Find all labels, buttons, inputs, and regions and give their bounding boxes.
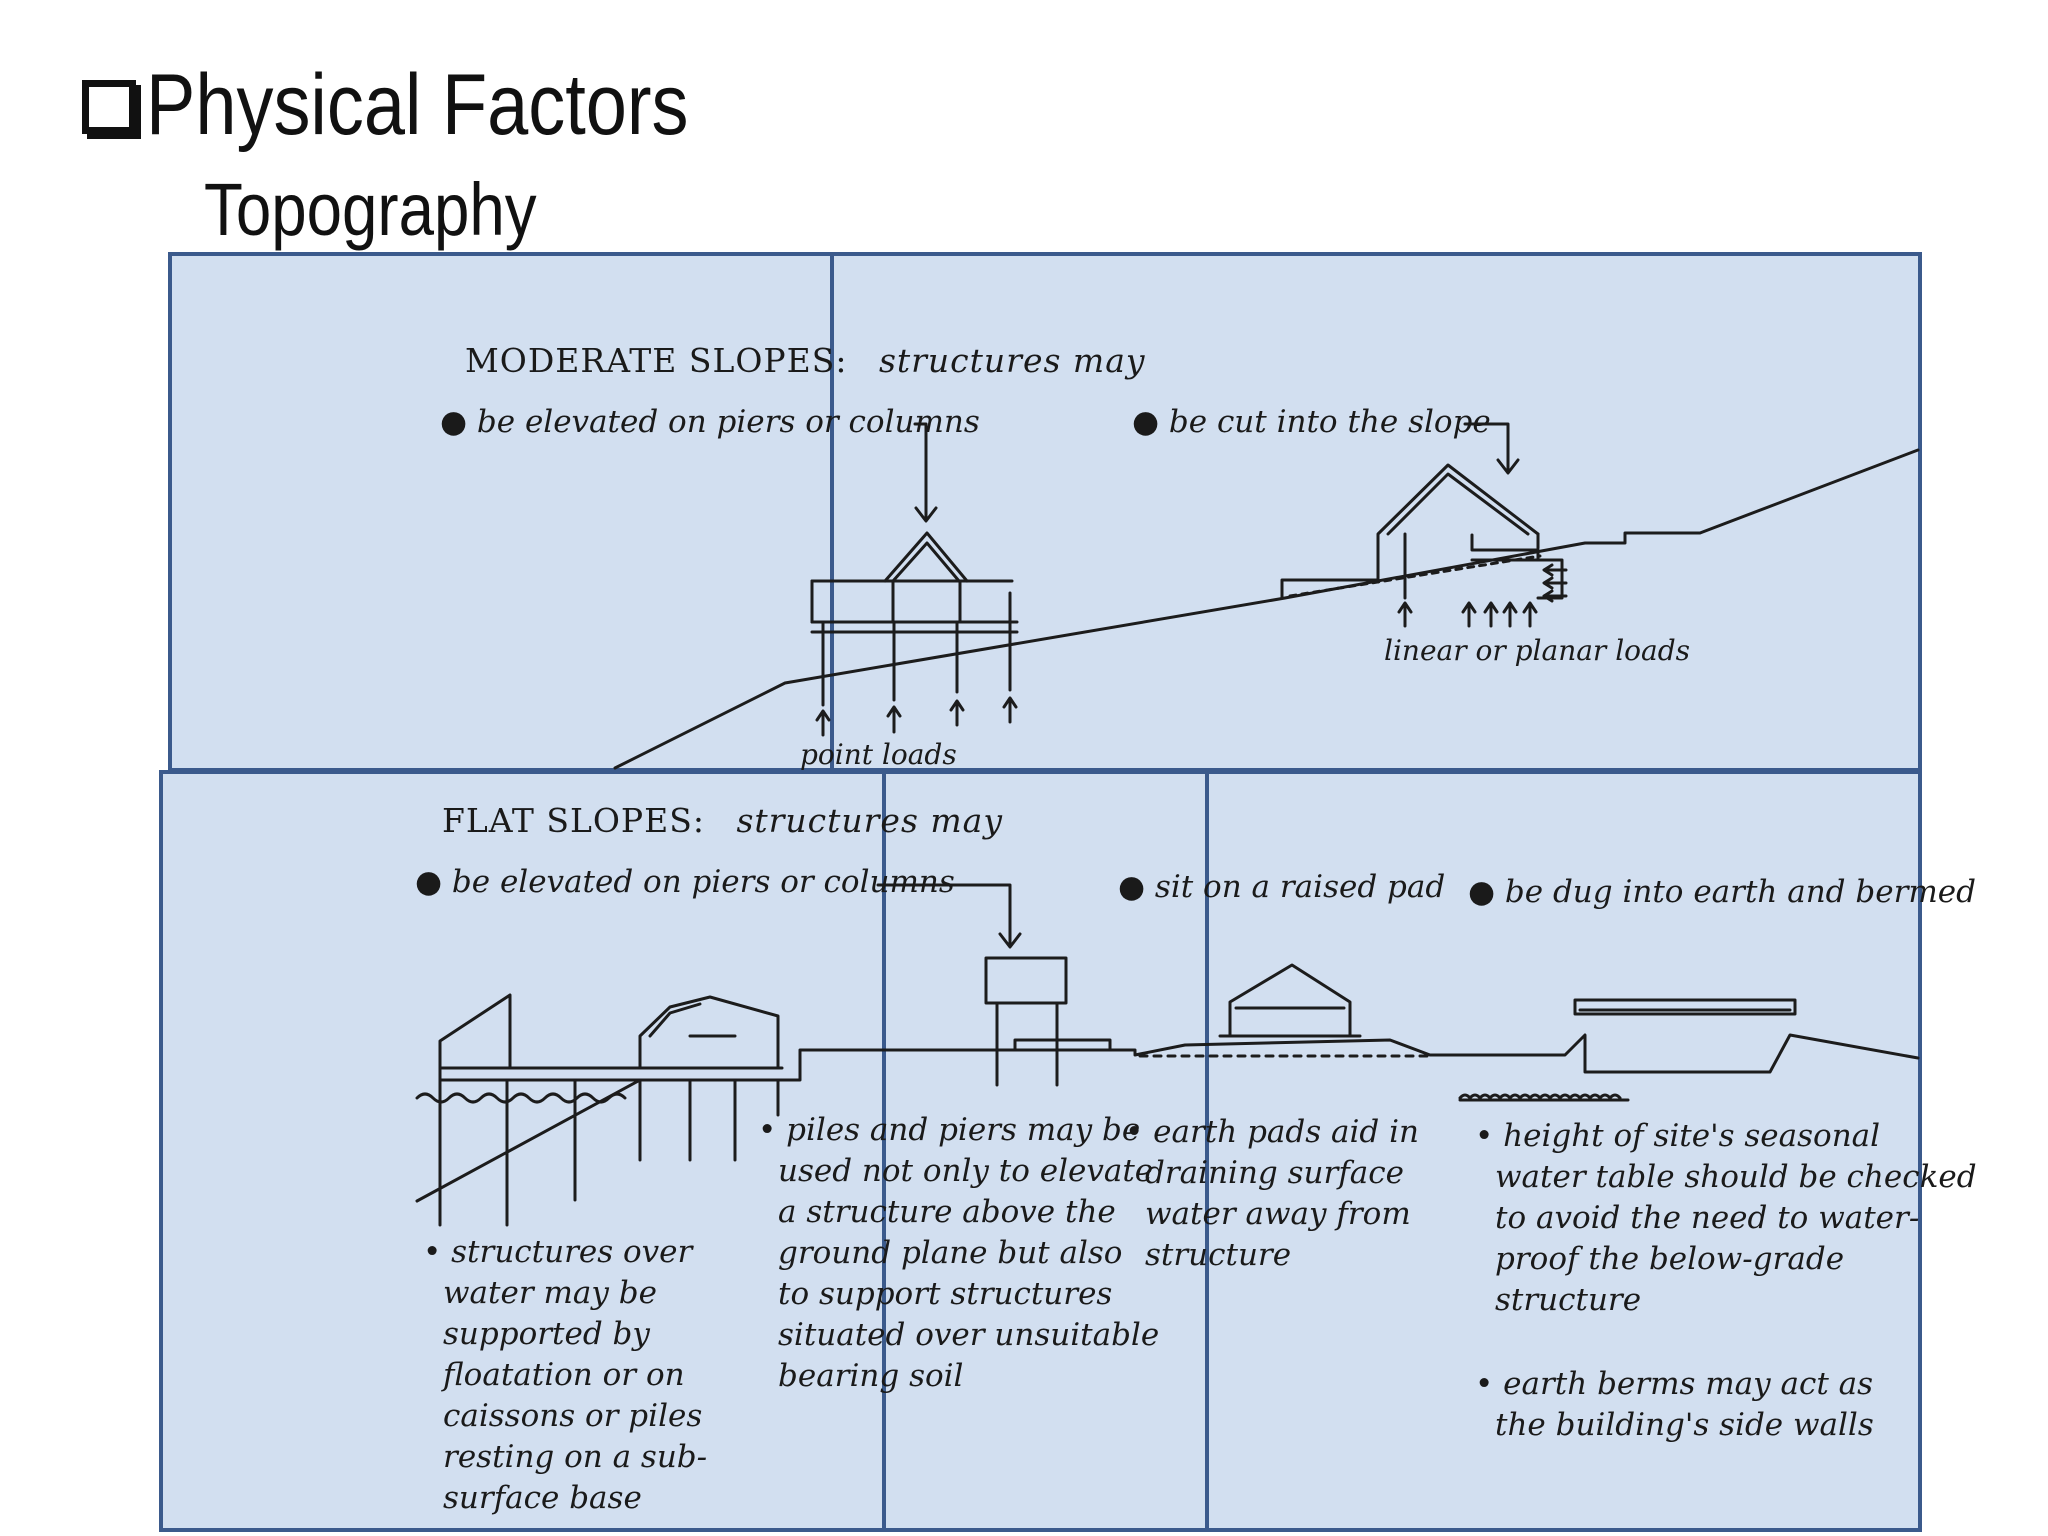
note-text: height of site's seasonal	[1503, 1118, 1881, 1154]
flat-option-pad-text: sit on a raised pad	[1154, 869, 1446, 905]
flat-heading-rest: structures may	[736, 801, 1003, 840]
note-line: proof the below-grade	[1495, 1241, 1845, 1277]
note-line: resting on a sub-	[443, 1439, 708, 1475]
moderate-option-cut: ● be cut into the slope	[1132, 402, 1491, 443]
note-line: floatation or on	[443, 1357, 685, 1393]
title-row: Physical Factors	[82, 60, 777, 150]
note-line: water table should be checked	[1495, 1159, 1977, 1195]
note-line: bearing soil	[778, 1358, 964, 1394]
bullet-icon: ●	[440, 404, 477, 440]
note-line: water away from	[1145, 1196, 1411, 1232]
note-piles-piers: • piles and piers may be used not only t…	[758, 1110, 1159, 1397]
note-line: • structures over	[423, 1234, 693, 1270]
flat-option-piers-text: be elevated on piers or columns	[451, 864, 955, 900]
note-line: • piles and piers may be	[758, 1112, 1141, 1148]
note-line: to avoid the need to water-	[1495, 1200, 1920, 1236]
note-earth-pads: • earth pads aid in draining surface wat…	[1125, 1112, 1419, 1276]
moderate-heading-rest: structures may	[878, 341, 1146, 380]
note-line: caissons or piles	[443, 1398, 703, 1434]
flat-option-dug: ● be dug into earth and bermed	[1468, 872, 1976, 913]
bullet-icon: ●	[415, 864, 452, 900]
note-line: ground plane but also	[778, 1235, 1123, 1271]
note-line: water may be	[443, 1275, 657, 1311]
panel-divider	[830, 252, 834, 772]
note-line: supported by	[443, 1316, 650, 1352]
note-text: earth pads aid in	[1153, 1114, 1419, 1150]
note-earth-berms: • earth berms may act as the building's …	[1475, 1364, 1874, 1446]
linear-loads-label: linear or planar loads	[1384, 634, 1691, 667]
flat-heading-label: FLAT SLOPES:	[442, 801, 705, 840]
note-line: structure	[1495, 1282, 1642, 1318]
moderate-slopes-heading: MODERATE SLOPES: structures may	[465, 340, 1146, 381]
note-text: structures over	[451, 1234, 693, 1270]
moderate-slopes-panel	[168, 252, 1922, 772]
note-text: piles and piers may be	[786, 1112, 1141, 1148]
note-line: used not only to elevate	[778, 1153, 1154, 1189]
flat-option-dug-text: be dug into earth and bermed	[1504, 874, 1976, 910]
panel-divider	[1205, 770, 1209, 1532]
note-line: • height of site's seasonal	[1475, 1118, 1881, 1154]
page-title: Physical Factors	[146, 57, 689, 153]
point-loads-label: point loads	[800, 738, 957, 771]
note-text: earth berms may act as	[1503, 1366, 1874, 1402]
note-line: the building's side walls	[1495, 1407, 1874, 1443]
bullet-icon: ●	[1132, 404, 1169, 440]
note-line: a structure above the	[778, 1194, 1116, 1230]
note-water-table: • height of site's seasonal water table …	[1475, 1116, 1977, 1321]
page-subtitle: Topography	[204, 168, 537, 251]
bullet-icon: ●	[1468, 874, 1505, 910]
flat-slopes-heading: FLAT SLOPES: structures may	[442, 800, 1003, 841]
moderate-option-piers: ● be elevated on piers or columns	[440, 402, 980, 443]
note-line: structure	[1145, 1237, 1292, 1273]
flat-option-piers: ● be elevated on piers or columns	[415, 862, 955, 903]
note-line: • earth berms may act as	[1475, 1366, 1874, 1402]
note-water-structures: • structures over water may be supported…	[423, 1232, 707, 1519]
flat-option-pad: ● sit on a raised pad	[1118, 867, 1445, 908]
bullet-icon: ●	[1118, 869, 1155, 905]
checkbox-bullet-icon	[82, 80, 136, 134]
note-line: surface base	[443, 1480, 642, 1516]
note-line: situated over unsuitable	[778, 1317, 1160, 1353]
panel-divider	[882, 770, 886, 1532]
note-line: • earth pads aid in	[1125, 1114, 1419, 1150]
moderate-option-cut-text: be cut into the slope	[1168, 404, 1491, 440]
note-line: draining surface	[1145, 1155, 1404, 1191]
moderate-heading-label: MODERATE SLOPES:	[465, 341, 848, 380]
moderate-option-piers-text: be elevated on piers or columns	[476, 404, 980, 440]
note-line: to support structures	[778, 1276, 1113, 1312]
